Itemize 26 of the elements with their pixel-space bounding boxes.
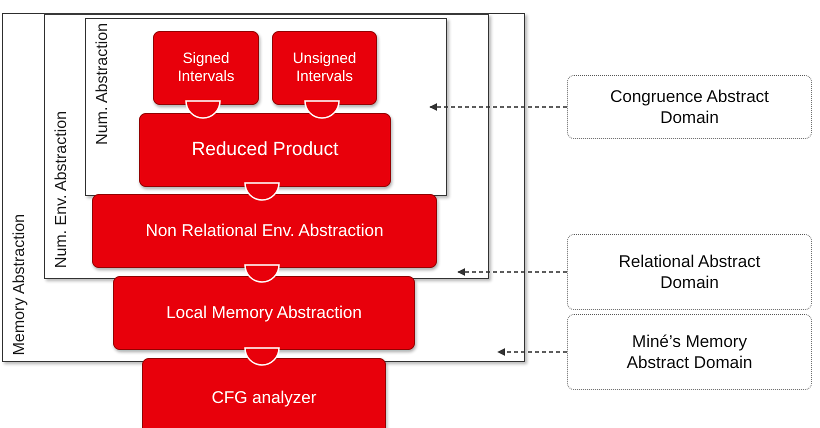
group-frame bbox=[44, 14, 489, 279]
frame-label: Memory Abstraction bbox=[11, 214, 29, 355]
puzzle-piece bbox=[272, 31, 377, 105]
puzzle-piece bbox=[139, 113, 391, 187]
domain-label: Congruence Abstract Domain bbox=[609, 86, 770, 128]
piece-label: Local Memory Abstraction bbox=[165, 302, 363, 324]
domain-box bbox=[567, 234, 812, 310]
piece-label: Reduced Product bbox=[190, 138, 340, 162]
piece-label: Non Relational Env. Abstraction bbox=[144, 220, 384, 242]
arrow bbox=[457, 268, 567, 276]
piece-label: Unsigned Intervals bbox=[292, 50, 358, 86]
puzzle-piece bbox=[113, 276, 415, 350]
domain-box bbox=[567, 314, 812, 390]
piece-label: CFG analyzer bbox=[210, 388, 318, 408]
group-frame bbox=[85, 18, 447, 196]
domain-box bbox=[567, 75, 812, 139]
puzzle-piece bbox=[153, 31, 259, 105]
frame-label: Num. Env. Abstraction bbox=[53, 110, 71, 268]
group-frame bbox=[2, 13, 525, 362]
arrow bbox=[429, 103, 567, 111]
domain-label: Relational Abstract Domain bbox=[618, 250, 762, 294]
arrow bbox=[497, 348, 567, 356]
frame-label: Num. Abstraction bbox=[94, 23, 112, 145]
puzzle-piece bbox=[92, 194, 437, 268]
piece-label: Signed Intervals bbox=[176, 50, 236, 86]
domain-label: Miné’s Memory Abstract Domain bbox=[626, 330, 754, 374]
